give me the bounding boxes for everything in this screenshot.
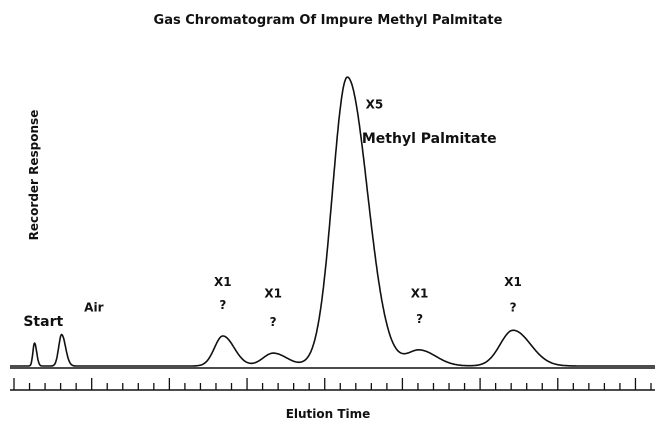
elution-time-marks [13, 378, 652, 390]
peak-annotation: X5 [366, 98, 384, 112]
peak-annotation: X1 [264, 286, 282, 300]
y-axis-label: Recorder Response [27, 110, 41, 241]
peak-annotation: Air [84, 301, 103, 315]
peak-annotation: X1 [411, 286, 429, 300]
peak-annotation: X1 [214, 275, 232, 289]
peak-annotation: X1 [504, 275, 522, 289]
x-axis-label: Elution Time [286, 407, 371, 421]
peak-annotation: Start [23, 314, 63, 330]
peak-annotation: ? [270, 315, 277, 329]
peak-annotation: ? [510, 301, 517, 315]
peak-annotation: ? [416, 312, 423, 326]
peak-annotation: Methyl Palmitate [362, 131, 497, 147]
peak-annotation: ? [219, 298, 226, 312]
chart-title: Gas Chromatogram Of Impure Methyl Palmit… [154, 13, 503, 28]
chromatogram-trace [10, 76, 655, 367]
